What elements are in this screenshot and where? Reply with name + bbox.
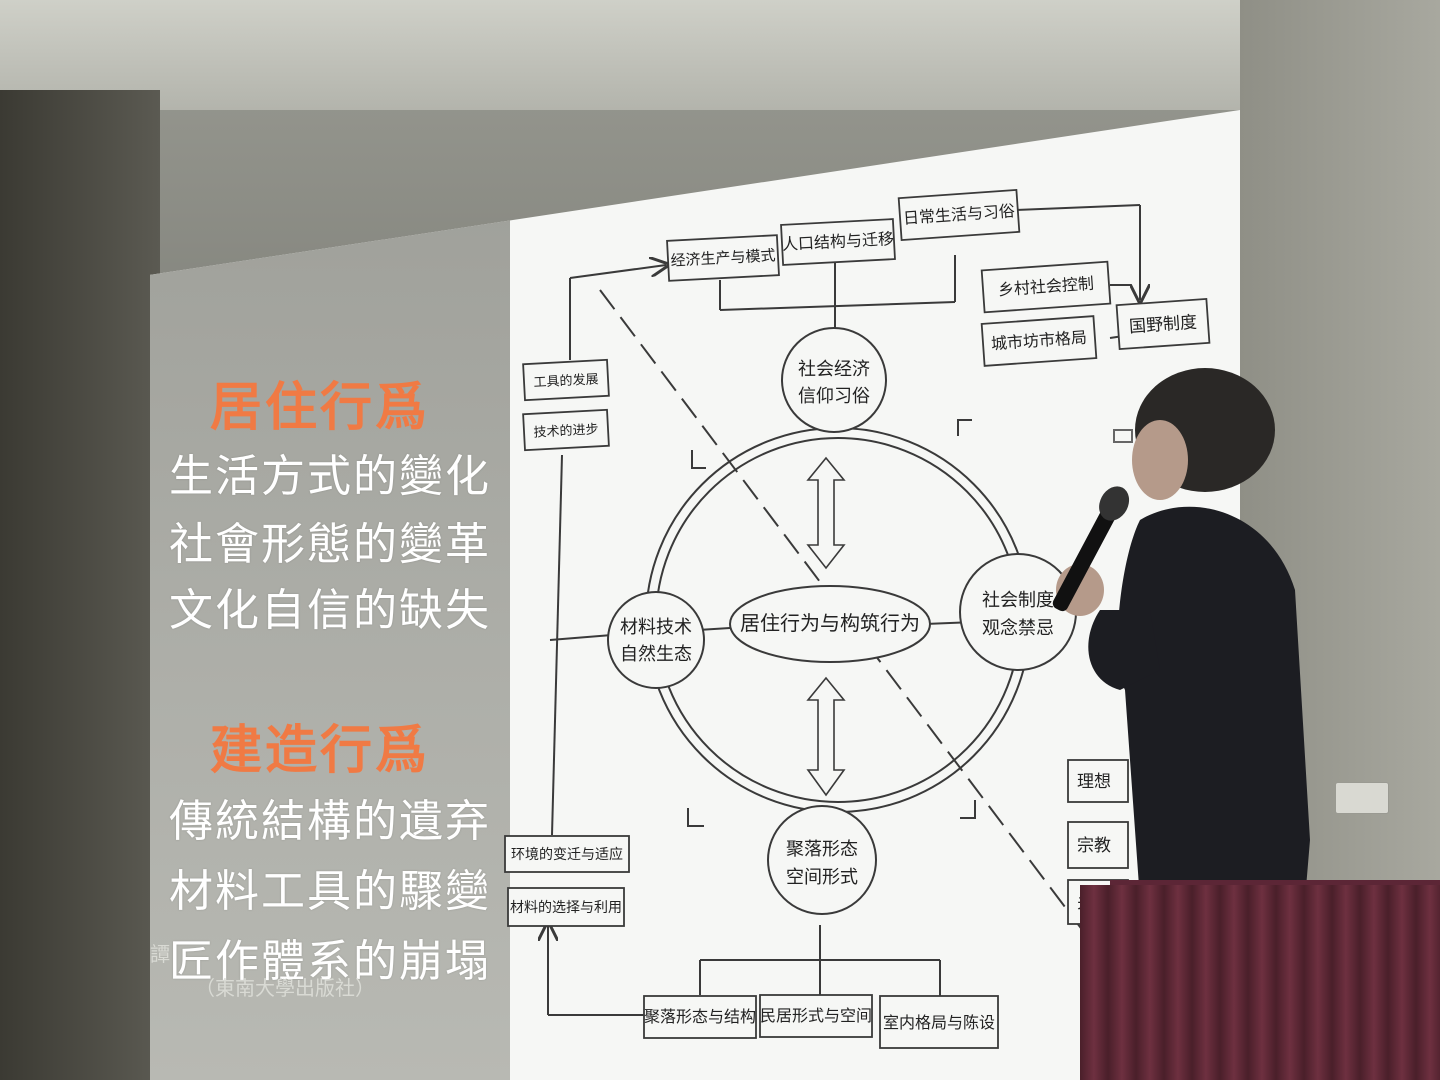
- box-tech-progress: [522, 408, 610, 452]
- ceiling: [0, 0, 1440, 110]
- box-environment: [504, 835, 630, 873]
- text-settlement-structure: 聚落形态与结构: [644, 1007, 756, 1026]
- box-population: [780, 218, 896, 266]
- box-economic-production: [666, 234, 780, 282]
- section1-title: 居住行爲: [209, 378, 430, 438]
- double-arrow-bottom: [806, 676, 846, 797]
- box-dwelling-form: [759, 994, 873, 1038]
- presenter-body: [1117, 506, 1310, 900]
- node-socio-economic: [781, 327, 887, 433]
- left-wall: [0, 90, 160, 1080]
- section2-line-2: 材料工具的驟變: [169, 866, 491, 917]
- node-settlement: [767, 805, 877, 915]
- dashed-diagonal: [599, 289, 1121, 981]
- text-dwelling-form: 民居形式与空间: [760, 1006, 872, 1025]
- text-material-selection: 材料的选择与利用: [510, 900, 622, 916]
- section1-line-2: 社會形態的變革: [169, 519, 491, 570]
- box-interior-layout: [879, 995, 999, 1049]
- node-right-line-1: 社会制度: [982, 590, 1054, 611]
- section1-line-3: 文化自信的缺失: [169, 585, 491, 636]
- node-bottom-line-1: 聚落形态: [786, 839, 858, 860]
- box-religion: [1067, 821, 1129, 869]
- microphone: [1052, 501, 1120, 612]
- box-ideal: [1067, 759, 1129, 803]
- text-economic-production: 经济生产与模式: [670, 246, 776, 269]
- wall-outlet: [1335, 782, 1389, 814]
- box-tool-development: [522, 358, 610, 402]
- section2-line-3: 匠作體系的崩塌: [169, 936, 491, 987]
- glasses: [1113, 429, 1133, 443]
- citation-publisher: （東南大學出版社）: [195, 976, 375, 1000]
- section1-line-1: 生活方式的變化: [169, 451, 491, 502]
- node-material-tech: [607, 591, 705, 689]
- box-daily-life: [897, 188, 1021, 242]
- text-ideal: 理想: [1077, 772, 1111, 792]
- box-rural-control: [980, 260, 1112, 314]
- slide-text-panel: 居住行爲 生活方式的變化 社會形態的變革 文化自信的缺失 建造行爲 傳統結構的遺…: [150, 110, 510, 1080]
- presenter-person: [1052, 368, 1310, 900]
- node-left-line-1: 材料技术: [620, 617, 692, 638]
- text-environment: 环境的变迁与适应: [511, 846, 623, 863]
- text-guoye-system: 国野制度: [1128, 313, 1197, 338]
- box-guoye-system: [1115, 297, 1211, 351]
- node-top-line-2: 信仰习俗: [798, 386, 870, 407]
- text-religion: 宗教: [1077, 836, 1111, 856]
- node-left-line-2: 自然生态: [620, 644, 692, 665]
- text-tool-development: 工具的发展: [533, 371, 599, 390]
- citation-author: 譚: [150, 942, 170, 966]
- node-center-text: 居住行为与构筑行为: [740, 611, 920, 635]
- text-tech-progress: 技术的进步: [533, 421, 599, 440]
- node-center: [729, 585, 931, 663]
- node-right-line-2: 观念禁忌: [982, 617, 1054, 639]
- text-interior-layout: 室内格局与陈设: [883, 1013, 995, 1032]
- section2-line-1: 傳統結構的遺弃: [169, 796, 491, 847]
- node-top-line-1: 社会经济: [798, 359, 870, 380]
- box-settlement-structure: [643, 995, 757, 1039]
- double-arrow-top: [806, 456, 846, 570]
- box-urban-layout: [980, 315, 1098, 367]
- box-material-selection: [507, 887, 625, 927]
- table-skirt: [1080, 885, 1440, 1080]
- node-bottom-line-2: 空间形式: [786, 867, 858, 888]
- section2-title: 建造行爲: [209, 721, 430, 781]
